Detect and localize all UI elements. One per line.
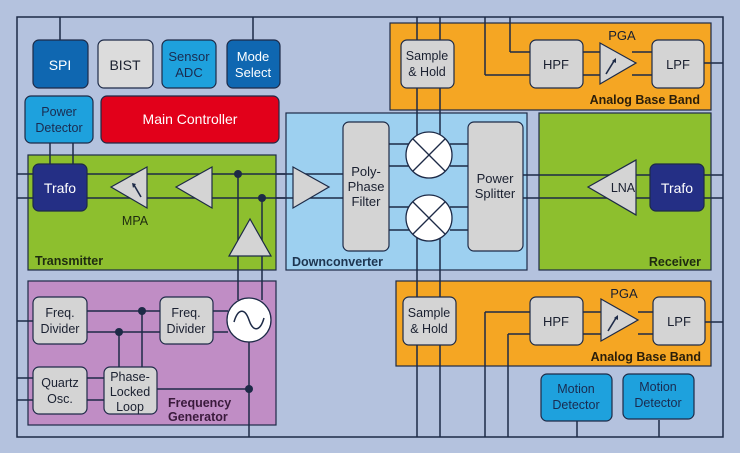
sample-hold-top-label-1: Sample xyxy=(406,49,448,63)
tx-trafo-label: Trafo xyxy=(44,180,76,196)
freq-divider-2-label-1: Freq. xyxy=(171,306,200,320)
power-splitter-label-1: Power xyxy=(477,171,515,186)
polyphase-label-2: Phase xyxy=(348,179,385,194)
sensor-adc-block[interactable]: Sensor ADC xyxy=(161,39,217,89)
polyphase-label-3: Filter xyxy=(352,194,382,209)
motion-detector-1-label-1: Motion xyxy=(557,382,595,396)
hpf-top-block[interactable]: HPF xyxy=(529,39,584,89)
rx-trafo-block[interactable]: Trafo xyxy=(649,163,705,212)
motion-detector-2-block[interactable]: Motion Detector xyxy=(622,373,695,420)
lo-buffer-amplifier[interactable] xyxy=(227,217,273,257)
polyphase-filter-block[interactable]: Poly- Phase Filter xyxy=(342,121,390,252)
power-splitter-block[interactable]: Power Splitter xyxy=(467,121,524,252)
lna-amplifier[interactable]: LNA xyxy=(586,158,637,217)
pll-label-3: Loop xyxy=(116,400,144,414)
mixer-bottom[interactable] xyxy=(405,194,453,242)
baseband-top-label: Analog Base Band xyxy=(590,93,700,107)
power-detector-label-1: Power xyxy=(41,105,76,119)
pll-label-1: Phase- xyxy=(110,370,150,384)
mode-select-block[interactable]: Mode Select xyxy=(226,39,281,89)
main-controller-label: Main Controller xyxy=(143,111,238,127)
motion-detector-2-label-2: Detector xyxy=(634,396,681,410)
variable-gain-arrow-icon xyxy=(133,184,142,198)
pga-top-label: PGA xyxy=(608,28,636,43)
sensor-adc-label-1: Sensor xyxy=(168,49,210,64)
bist-label: BIST xyxy=(109,57,141,73)
power-detector-label-2: Detector xyxy=(35,121,82,135)
lpf-bottom-block[interactable]: LPF xyxy=(652,296,706,346)
variable-gain-arrow-icon xyxy=(605,60,615,75)
lpf-top-label: LPF xyxy=(666,57,690,72)
sensor-adc-label-2: ADC xyxy=(175,65,202,80)
sample-hold-bottom-block[interactable]: Sample & Hold xyxy=(402,296,457,346)
receiver-label: Receiver xyxy=(649,255,701,269)
junction-dot xyxy=(234,170,242,178)
quartz-label-1: Quartz xyxy=(41,376,79,390)
main-controller-block[interactable]: Main Controller xyxy=(100,95,280,144)
vco-oscillator[interactable] xyxy=(226,297,272,343)
rx-trafo-label: Trafo xyxy=(661,180,693,196)
freq-divider-2-label-2: Divider xyxy=(167,322,206,336)
bist-block[interactable]: BIST xyxy=(97,39,154,89)
lpf-top-block[interactable]: LPF xyxy=(651,39,705,89)
junction-dot xyxy=(245,385,253,393)
freq-divider-1-block[interactable]: Freq. Divider xyxy=(32,296,88,345)
tx-trafo-block[interactable]: Trafo xyxy=(32,163,88,212)
freq-divider-1-label-1: Freq. xyxy=(45,306,74,320)
mpa-label: MPA xyxy=(122,214,149,228)
baseband-bottom-label: Analog Base Band xyxy=(591,350,701,364)
downconverter-input-amplifier[interactable] xyxy=(292,165,331,210)
tx-driver-amplifier[interactable] xyxy=(174,165,213,210)
pga-bottom-amplifier[interactable] xyxy=(600,297,640,343)
motion-detector-1-label-2: Detector xyxy=(552,398,599,412)
pga-bottom-label: PGA xyxy=(610,286,638,301)
freq-divider-2-block[interactable]: Freq. Divider xyxy=(159,296,214,345)
mode-select-label-1: Mode xyxy=(237,49,270,64)
pga-top-amplifier[interactable] xyxy=(599,41,638,86)
sample-hold-top-block[interactable]: Sample & Hold xyxy=(400,39,455,89)
frequency-generator-label-2: Generator xyxy=(168,410,228,424)
sample-hold-bottom-label-1: Sample xyxy=(408,306,450,320)
quartz-label-2: Osc. xyxy=(47,392,73,406)
hpf-top-label: HPF xyxy=(543,57,569,72)
power-detector-block[interactable]: Power Detector xyxy=(24,95,94,144)
sample-hold-bottom-label-2: & Hold xyxy=(410,322,448,336)
spi-block[interactable]: SPI xyxy=(32,39,89,89)
frequency-generator-label-1: Frequency xyxy=(168,396,231,410)
junction-dot xyxy=(258,194,266,202)
lna-label: LNA xyxy=(611,181,636,195)
downconverter-label: Downconverter xyxy=(292,255,383,269)
freq-divider-1-label-2: Divider xyxy=(41,322,80,336)
mpa-amplifier[interactable] xyxy=(109,165,148,210)
motion-detector-1-block[interactable]: Motion Detector xyxy=(540,373,613,422)
chip-outline xyxy=(16,16,724,438)
lpf-bottom-label: LPF xyxy=(667,314,691,329)
hpf-bottom-label: HPF xyxy=(543,314,569,329)
junction-dots xyxy=(115,170,266,393)
junction-dot xyxy=(115,328,123,336)
sample-hold-top-label-2: & Hold xyxy=(408,65,446,79)
power-splitter-label-2: Splitter xyxy=(475,186,516,201)
transmitter-label: Transmitter xyxy=(35,254,103,268)
hpf-bottom-block[interactable]: HPF xyxy=(529,296,584,346)
mode-select-label-2: Select xyxy=(235,65,272,80)
quartz-osc-block[interactable]: Quartz Osc. xyxy=(32,366,88,415)
spi-label: SPI xyxy=(49,57,72,73)
pll-block[interactable]: Phase- Locked Loop xyxy=(103,366,158,415)
mixer-top[interactable] xyxy=(405,131,453,179)
junction-dot xyxy=(138,307,146,315)
pll-label-2: Locked xyxy=(110,385,150,399)
polyphase-label-1: Poly- xyxy=(351,164,381,179)
sine-wave-icon xyxy=(233,310,265,330)
motion-detector-2-label-1: Motion xyxy=(639,380,677,394)
variable-gain-arrow-icon xyxy=(607,317,617,332)
